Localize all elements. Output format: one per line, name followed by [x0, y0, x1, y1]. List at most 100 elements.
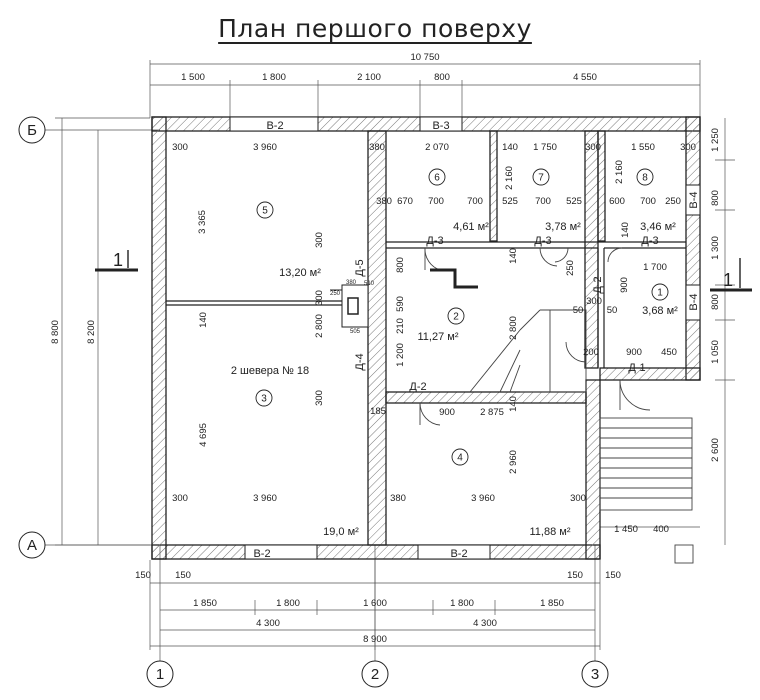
dim-r5-2: 3 960: [253, 142, 277, 153]
dim-top-5: 4 550: [573, 72, 597, 83]
dim-r1-5: 300: [586, 296, 602, 307]
wall-partition-6-7: [489, 130, 498, 242]
window-bottom-2: В-2: [450, 548, 467, 560]
dim-bottom2-2: 1 800: [276, 598, 300, 609]
dim-r6-1: 2 070: [425, 142, 449, 153]
room-area-6: 4,61 м²: [453, 221, 489, 233]
dim-r8-7: 250: [665, 196, 681, 207]
room-area-2: 11,27 м²: [418, 331, 459, 343]
axis-label-a: А: [27, 537, 37, 554]
dim-stove-3: 300: [314, 290, 325, 306]
wall-center: [367, 130, 387, 546]
door-label-8: Д-4: [354, 353, 366, 370]
window-top-1: В-2: [266, 120, 283, 132]
dim-r6-3: 670: [397, 196, 413, 207]
axis-label-2: 2: [371, 666, 379, 683]
window-right-1: В-4: [688, 191, 700, 208]
dim-top-1: 1 500: [181, 72, 205, 83]
dim-bottom-150-1: 150: [135, 570, 151, 581]
dim-top-4: 800: [434, 72, 450, 83]
axis-label-3: 3: [591, 666, 599, 683]
room-number-6: 6: [434, 173, 440, 184]
dim-r1-2: 140: [620, 222, 631, 238]
dim-right-6: 2 600: [710, 438, 721, 462]
dim-r2-2: 2 800: [508, 316, 519, 340]
room-number-8: 8: [642, 173, 648, 184]
dim-bottom-150-3: 150: [567, 570, 583, 581]
dim-bottom2-4: 1 800: [450, 598, 474, 609]
dim-r8-5: 600: [609, 196, 625, 207]
dim-bottom3-1: 4 300: [256, 618, 280, 629]
dim-r3-3: 300: [172, 493, 188, 504]
dim-r7-3: 2 160: [504, 166, 515, 190]
room-area-4: 11,88 м²: [530, 526, 571, 538]
wall-bottom: [151, 544, 601, 560]
dim-r1-10: 450: [661, 347, 677, 358]
room-number-1: 1: [657, 288, 663, 299]
wall-left: [151, 116, 167, 560]
axis-2-bubble: [361, 660, 389, 688]
room-area-8: 3,46 м²: [640, 221, 676, 233]
wall-right-lower: [599, 367, 701, 381]
door-label-2: Д-3: [534, 235, 551, 247]
dim-stove-13: 210: [395, 318, 406, 334]
axis-b-bubble: [18, 116, 46, 144]
dim-top-overall: 10 750: [410, 52, 439, 63]
dim-bottom2-3: 1 600: [363, 598, 387, 609]
dim-r3-7: 300: [570, 493, 586, 504]
room-number-7: 7: [538, 173, 544, 184]
door-label-4: Д-2: [592, 276, 604, 293]
dim-right-2: 800: [710, 190, 721, 206]
axis-a-bubble: [18, 531, 46, 559]
dim-r6-4: 700: [428, 196, 444, 207]
dim-r3-2: 4 695: [198, 423, 209, 447]
dim-r8-3: 300: [680, 142, 696, 153]
dim-r1-7: 50: [607, 305, 618, 316]
porch-steps: [599, 417, 694, 564]
dim-r5-4: 3 365: [197, 210, 208, 234]
room-area-7: 3,78 м²: [545, 221, 581, 233]
dim-stove-6: 300: [314, 390, 325, 406]
dim-bottom2-1: 1 850: [193, 598, 217, 609]
dim-r4-2: 2 875: [480, 407, 504, 418]
dim-bottom-150-4: 150: [605, 570, 621, 581]
dim-right-1: 1 250: [710, 128, 721, 152]
dim-right-4: 800: [710, 294, 721, 310]
dimension-lines: [40, 60, 735, 662]
door-label-6: Д-1: [628, 362, 645, 374]
dim-stove-2: 800: [395, 257, 406, 273]
room-area-1: 3,68 м²: [642, 305, 678, 317]
room-number-4: 4: [457, 453, 463, 464]
door-swings: [419, 247, 651, 426]
dim-right-5: 1 050: [710, 340, 721, 364]
dim-stove-12: 590: [395, 296, 406, 312]
dim-r1-1: 250: [565, 260, 576, 276]
dim-r4-1: 900: [439, 407, 455, 418]
dim-r1-6: 50: [573, 305, 584, 316]
wall-right-porch: [585, 379, 601, 560]
dim-r1-4: 900: [619, 277, 630, 293]
section-mark-left: 1: [113, 250, 123, 270]
stove: [330, 284, 369, 328]
dim-r3-1: 140: [198, 312, 209, 328]
dim-top-2: 1 800: [262, 72, 286, 83]
dim-r6-2: 380: [376, 196, 392, 207]
dim-r1-8: 200: [583, 347, 599, 358]
dim-r7-4: 525: [502, 196, 518, 207]
window-right-2: В-4: [688, 293, 700, 310]
note-shevera: 2 шевера № 18: [231, 365, 309, 377]
dim-r7-6: 525: [566, 196, 582, 207]
dim-r5-1: 300: [172, 142, 188, 153]
dim-r1-9: 900: [626, 347, 642, 358]
dim-top-3: 2 100: [357, 72, 381, 83]
room-area-3: 19,0 м²: [323, 526, 359, 538]
axis-1-bubble: [146, 660, 174, 688]
door-label-5: Д-2: [409, 381, 426, 393]
dim-stove-4: 2 800: [314, 314, 325, 338]
door-label-3: Д-3: [641, 235, 658, 247]
dim-r7-5: 700: [535, 196, 551, 207]
door-label-7: Д-5: [354, 259, 366, 276]
wall-right-inner: [584, 130, 599, 369]
dim-bottom-overall: 8 900: [363, 634, 387, 645]
dim-bottom-150-2: 150: [175, 570, 191, 581]
